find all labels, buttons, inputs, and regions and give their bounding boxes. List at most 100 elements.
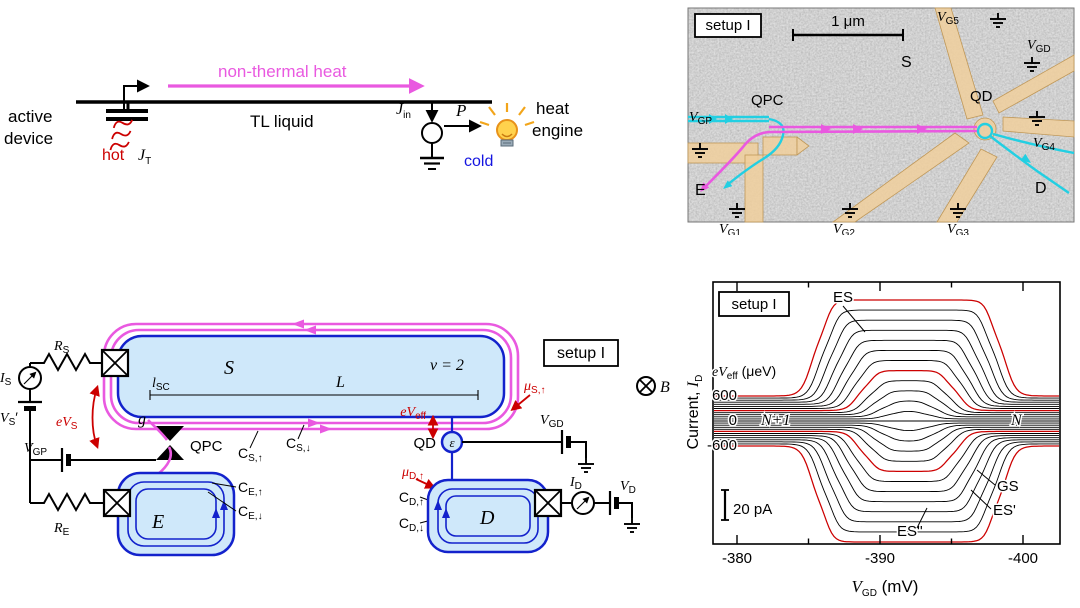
current-trace	[714, 424, 1059, 442]
current-trace	[714, 426, 1059, 452]
cyan-arrowhead	[709, 114, 717, 124]
e-contact	[102, 488, 132, 518]
battery-vgp	[60, 448, 71, 472]
is-label: IS	[0, 371, 12, 388]
evs-label: eVS	[56, 415, 78, 432]
x-axis-ticks	[736, 282, 1024, 544]
region-d-label: D	[479, 507, 495, 529]
pointer-line	[211, 482, 237, 488]
vgd-gate-label: VGD	[1027, 38, 1051, 55]
current-trace	[714, 410, 1059, 420]
up-arrowhead	[442, 508, 450, 518]
hot-label: hot	[102, 147, 125, 164]
region-s-label: S	[901, 54, 912, 71]
up-arrowhead	[212, 508, 220, 518]
jt-label: JT	[138, 147, 151, 167]
non-thermal-heat-label: non-thermal heat	[218, 62, 347, 81]
battery-vs	[18, 400, 42, 411]
current-trace	[714, 435, 1059, 493]
ground-icon	[577, 457, 595, 473]
region-e-label: E	[695, 182, 706, 199]
pointer-line	[249, 430, 259, 449]
heat-squiggle-icon	[109, 119, 134, 151]
s-contact	[100, 348, 130, 378]
length-label: L	[335, 374, 345, 391]
current-trace	[714, 390, 1059, 416]
bias-tick-0: 0	[729, 412, 737, 429]
current-trace	[714, 299, 1059, 397]
y-axis-label: Current, ID	[685, 375, 705, 450]
vg1-gate-label: VG1	[719, 222, 741, 235]
jin-label: Jin	[396, 101, 411, 121]
n-label: N	[1010, 412, 1023, 429]
current-trace	[714, 369, 1059, 412]
ce-down-label: CE,↓	[238, 503, 263, 522]
current-trace	[714, 428, 1059, 462]
current-trace	[714, 349, 1059, 407]
plot-svg: setup I ES eVeff (μeV) 600 0 -600 N+1 N …	[685, 281, 1061, 599]
ground-icon	[623, 517, 641, 533]
rs-label: RS	[53, 339, 70, 356]
pointer-line	[916, 507, 928, 529]
current-trace	[714, 380, 1059, 414]
magenta-arrowhead	[821, 124, 831, 134]
magenta-arrowhead	[917, 124, 927, 134]
panel-sem-image: setup I 1 μm S QPC QD E D VGP VG1 VG2 VG…	[685, 5, 1080, 239]
mu-s-arrow	[510, 394, 531, 412]
id-label: ID	[569, 475, 582, 492]
lightbulb-icon	[479, 103, 535, 147]
x-axis-label: VGD (mV)	[852, 577, 919, 599]
cyan-arrowhead	[723, 180, 733, 189]
es-annotation: ES	[833, 289, 853, 306]
mu-d-label: μD,↑	[401, 465, 424, 482]
current-trace	[714, 339, 1059, 405]
setup-label-box	[543, 339, 619, 367]
current-trace	[714, 360, 1059, 409]
qpc-label: QPC	[190, 438, 223, 455]
magenta-arrowhead	[308, 418, 320, 428]
cs-down-label: CS,↓	[286, 435, 311, 454]
up-arrowhead	[434, 500, 442, 510]
wire	[616, 502, 633, 518]
magenta-arrowhead	[304, 325, 316, 335]
current-scale-bar: 20 pA	[721, 489, 774, 521]
eveff-label: eVeff	[400, 405, 426, 422]
scale-bar: 1 μm	[792, 13, 904, 41]
bias-axis-label: eVeff (μeV)	[712, 363, 776, 382]
bias-tick-neg600: -600	[707, 437, 737, 454]
heat-engine-label-2: engine	[532, 121, 583, 140]
resistor-rs	[30, 351, 102, 373]
re-label: RE	[53, 521, 70, 538]
magenta-arrowhead	[320, 424, 332, 434]
pointer-line	[207, 491, 237, 512]
magenta-arrowhead	[292, 319, 304, 329]
vd-label: VD	[620, 479, 636, 496]
x-tick-380: -380	[722, 550, 752, 567]
cyan-arrowhead	[1020, 153, 1031, 163]
vg5-gate-label: VG5	[937, 10, 959, 27]
current-trace	[714, 329, 1059, 403]
qd-label: QD	[414, 435, 437, 452]
battery-vd	[608, 491, 619, 515]
setup-label-box	[718, 291, 790, 317]
active-device-label-2: device	[4, 129, 53, 148]
current-trace	[714, 443, 1059, 533]
gs-annotation: GS	[997, 478, 1019, 495]
power-label: P	[455, 101, 466, 120]
ground-icon	[420, 156, 444, 170]
setup-label: setup I	[557, 345, 605, 362]
scale-bar-label: 20 pA	[733, 501, 772, 518]
current-trace	[714, 400, 1059, 418]
current-trace	[714, 319, 1059, 401]
qd-label: QD	[970, 88, 993, 105]
current-trace	[714, 445, 1059, 543]
setup-label: setup I	[705, 17, 750, 34]
cyan-arrowhead	[725, 114, 733, 124]
transistor-symbol	[106, 79, 150, 121]
region-d-label: D	[1035, 180, 1047, 197]
panel-heat-flow-schematic: active device hot JT non-thermal heat TL…	[0, 30, 660, 260]
scale-bar-label: 1 μm	[831, 13, 865, 30]
qpc-label: QPC	[751, 92, 784, 109]
heat-meter-icon	[421, 122, 443, 144]
